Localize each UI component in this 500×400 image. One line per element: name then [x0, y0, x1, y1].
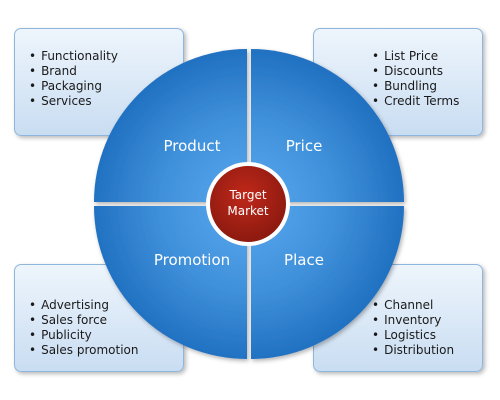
list-item: List Price	[372, 49, 459, 64]
list-item: Discounts	[372, 64, 459, 79]
list-item: Advertising	[29, 298, 138, 313]
promotion-quadrant	[94, 206, 247, 359]
product-quadrant	[94, 49, 247, 202]
price-label: Price	[286, 137, 323, 155]
list-item: Channel	[372, 298, 454, 313]
place-quadrant	[251, 206, 404, 359]
list-item: Logistics	[372, 328, 454, 343]
list-item: Brand	[29, 64, 118, 79]
list-item: Bundling	[372, 79, 459, 94]
place-details-list: Channel Inventory Logistics Distribution	[372, 298, 454, 358]
list-item: Sales promotion	[29, 343, 138, 358]
product-label: Product	[164, 137, 221, 155]
list-item: Functionality	[29, 49, 118, 64]
price-quadrant	[251, 49, 404, 202]
price-details-list: List Price Discounts Bundling Credit Ter…	[372, 49, 459, 109]
list-item: Publicity	[29, 328, 138, 343]
place-label: Place	[284, 251, 324, 269]
list-item: Distribution	[372, 343, 454, 358]
list-item: Packaging	[29, 79, 118, 94]
list-item: Sales force	[29, 313, 138, 328]
list-item: Services	[29, 94, 118, 109]
promotion-label: Promotion	[154, 251, 230, 269]
target-market-circle	[210, 166, 286, 242]
center-label-line2: Market	[227, 204, 269, 218]
promotion-details-list: Advertising Sales force Publicity Sales …	[29, 298, 138, 358]
list-item: Credit Terms	[372, 94, 459, 109]
center-label-line1: Target	[228, 188, 266, 202]
product-details-list: Functionality Brand Packaging Services	[29, 49, 118, 109]
list-item: Inventory	[372, 313, 454, 328]
